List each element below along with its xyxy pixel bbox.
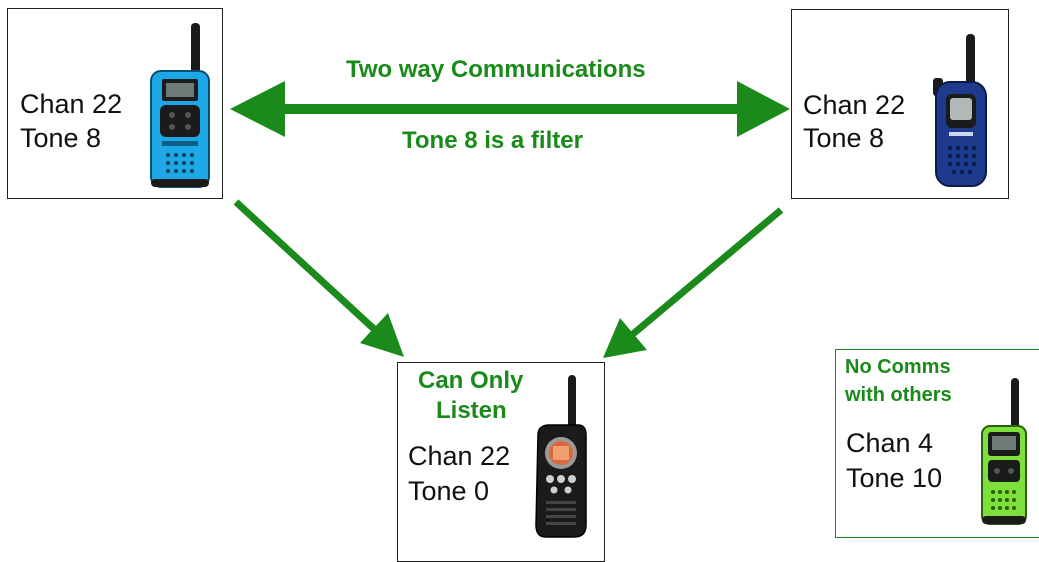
tone-label: Tone 0 bbox=[408, 476, 490, 506]
black-walkie-talkie-icon bbox=[535, 375, 587, 538]
channel-label: Chan 22 bbox=[803, 90, 906, 120]
arrowhead-right bbox=[737, 81, 790, 137]
radio-node-bottom-right: No Comms with others Chan 4 Tone 10 bbox=[835, 349, 1039, 538]
tone-filter-label: Tone 8 is a filter bbox=[402, 127, 583, 154]
lime-walkie-talkie-icon bbox=[981, 378, 1027, 525]
tone-label: Tone 10 bbox=[846, 463, 943, 493]
blue-walkie-talkie-icon bbox=[150, 23, 210, 188]
channel-label: Chan 22 bbox=[20, 89, 123, 119]
no-comms-note-line1: No Comms bbox=[845, 356, 951, 378]
channel-label: Chan 4 bbox=[846, 428, 934, 458]
listen-only-note-line2: Listen bbox=[436, 397, 507, 424]
tone-label: Tone 8 bbox=[803, 123, 885, 153]
arrow-right-to-bottom bbox=[603, 207, 784, 358]
radio-node-top-right: Chan 22 Tone 8 bbox=[791, 9, 1009, 199]
navy-walkie-talkie-icon bbox=[933, 34, 987, 187]
listen-only-note-line1: Can Only bbox=[418, 367, 524, 394]
arrowhead-left bbox=[230, 81, 285, 137]
arrow-left-to-bottom bbox=[233, 199, 404, 357]
two-way-arrow bbox=[230, 81, 790, 137]
tone-label: Tone 8 bbox=[20, 123, 102, 153]
arrows-layer bbox=[230, 81, 790, 358]
radio-node-bottom-center: Can Only Listen Chan 22 Tone 0 bbox=[397, 362, 605, 562]
no-comms-note-line2: with others bbox=[845, 384, 952, 406]
channel-label: Chan 22 bbox=[408, 441, 511, 471]
two-way-label: Two way Communications bbox=[346, 56, 646, 83]
radio-node-top-left: Chan 22 Tone 8 bbox=[7, 8, 223, 199]
